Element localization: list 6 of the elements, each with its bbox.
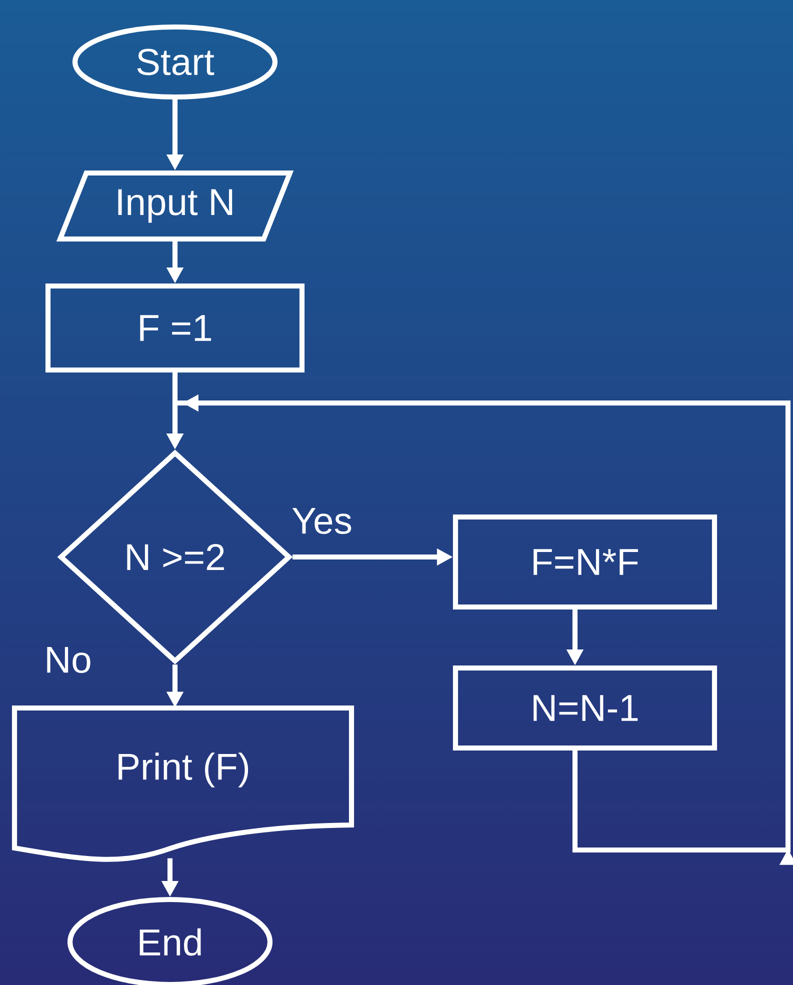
process-box: F =1: [45, 283, 305, 373]
terminal-oval: Start: [72, 24, 278, 100]
output-document: Print (F): [12, 705, 354, 862]
process-box: N=N-1: [452, 665, 718, 751]
process-box: F=N*F: [452, 514, 718, 610]
edge-label: Yes: [292, 508, 352, 534]
